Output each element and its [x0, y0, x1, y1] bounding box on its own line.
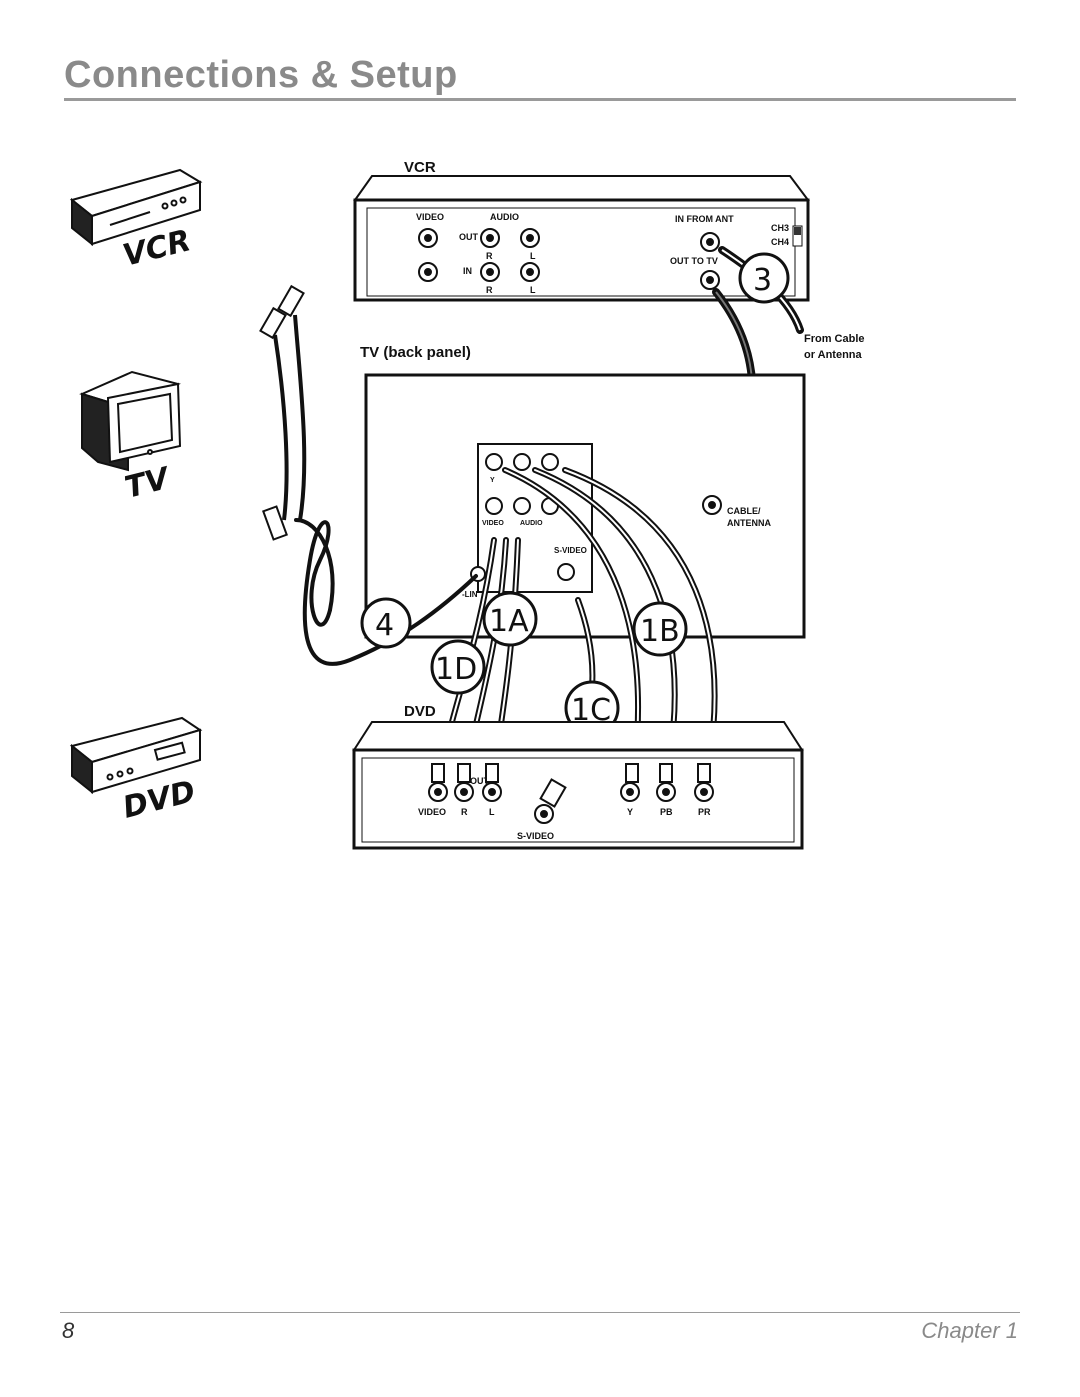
- vcr-jacks: [418, 228, 720, 290]
- tv-audio-label: AUDIO: [520, 520, 543, 527]
- page-title: Connections & Setup: [64, 54, 458, 96]
- dvd-back-panel: [352, 721, 804, 850]
- vcr-r-label: R: [486, 251, 493, 261]
- tv-video-label: VIDEO: [482, 520, 504, 527]
- dvd-r-label: R: [461, 807, 468, 817]
- source-label-line1: From Cable: [804, 333, 865, 345]
- dvd-out-label: OUT: [470, 776, 490, 786]
- vcr-r2-label: R: [486, 285, 493, 295]
- svg-text:1A: 1A: [489, 604, 529, 639]
- vcr-in-from-ant-label: IN FROM ANT: [675, 214, 734, 224]
- svg-text:4: 4: [375, 608, 394, 643]
- vcr-ch3-label: CH3: [771, 223, 789, 233]
- vcr-ch4-label: CH4: [771, 237, 789, 247]
- dvd-video-label: VIDEO: [418, 807, 446, 817]
- title-rule: [64, 98, 1016, 101]
- vcr-in-label: IN: [463, 266, 472, 276]
- tv-jacks: [470, 453, 722, 582]
- tv-cable-label: CABLE/: [727, 506, 761, 516]
- vcr-l-label: L: [530, 251, 536, 261]
- tv-device-icon: [79, 370, 182, 472]
- dvd-pr-label: PR: [698, 807, 711, 817]
- dvd-l-label: L: [489, 807, 495, 817]
- tv-line-label: -LIN: [462, 590, 478, 599]
- power-plug: [259, 284, 307, 541]
- tv-device-label: TV: [121, 461, 175, 506]
- step-1b-badge: 1B: [632, 601, 688, 657]
- dvd-pb-label: PB: [660, 807, 673, 817]
- footer-rule: [60, 1312, 1020, 1313]
- vcr-out-label: OUT: [459, 232, 479, 242]
- step-1a-badge: 1A: [482, 591, 538, 647]
- step-4-badge: 4: [360, 597, 412, 649]
- tv-panel-label: TV (back panel): [360, 344, 471, 361]
- svg-text:1B: 1B: [640, 614, 680, 649]
- step-1d-badge: 1D: [430, 639, 486, 695]
- vcr-panel-label: VCR: [404, 159, 436, 176]
- dvd-device-icon: [69, 716, 203, 795]
- dvd-y-label: Y: [627, 807, 633, 817]
- vcr-out-to-tv-label: OUT TO TV: [670, 256, 718, 266]
- dvd-jacks: [428, 782, 714, 824]
- svg-text:3: 3: [753, 263, 772, 298]
- vcr-channel-switch: [792, 225, 803, 247]
- page-number: 8: [62, 1318, 75, 1343]
- step-3-badge: 3: [738, 252, 790, 304]
- chapter-label: Chapter 1: [921, 1318, 1018, 1343]
- dvd-svideo-label: S-VIDEO: [517, 831, 554, 841]
- vcr-device-icon: [69, 168, 203, 247]
- tv-y-label: Y: [490, 477, 495, 484]
- dvd-plug-heads: [431, 763, 711, 808]
- dvd-device-label: DVD: [119, 774, 198, 826]
- dvd-panel-label: DVD: [404, 703, 436, 720]
- svg-text:1D: 1D: [435, 652, 477, 687]
- tv-svideo-label: S-VIDEO: [554, 546, 587, 555]
- vcr-audio-label: AUDIO: [490, 212, 519, 222]
- vcr-video-label: VIDEO: [416, 212, 444, 222]
- vcr-l2-label: L: [530, 285, 536, 295]
- tv-antenna-label: ANTENNA: [727, 518, 771, 528]
- source-label-line2: or Antenna: [804, 349, 863, 361]
